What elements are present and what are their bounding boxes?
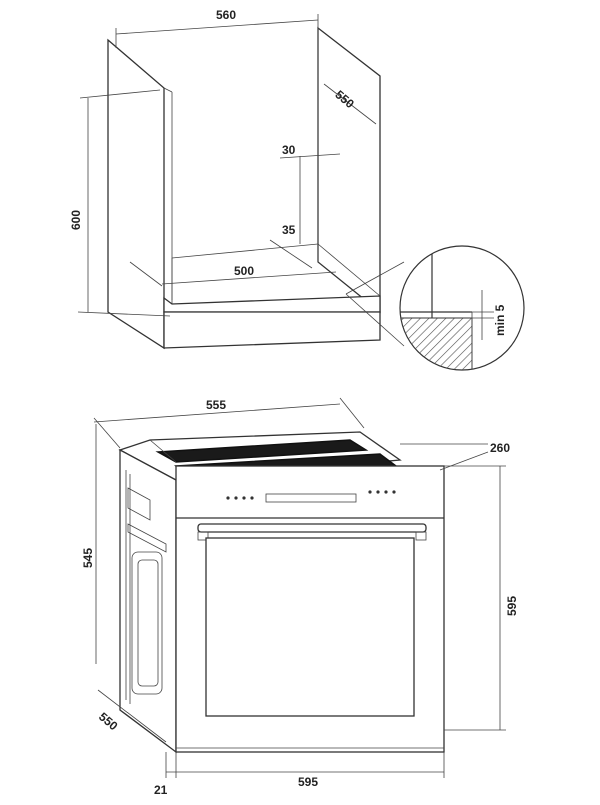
dim-545-label: 545 xyxy=(81,548,95,568)
oven-drawing: 555 260 545 595 550 21 595 xyxy=(81,397,519,797)
oven-button-dot xyxy=(392,490,396,494)
dim-600-ext-bottom xyxy=(77,311,171,317)
dim-30-line xyxy=(279,153,341,159)
dim-595h-label: 595 xyxy=(298,775,318,789)
dim-550-oven-line xyxy=(97,689,167,743)
dim-21-label: 21 xyxy=(154,783,168,797)
dim-555-ext-right xyxy=(339,397,365,429)
detail-hatched-block xyxy=(400,317,473,370)
dim-550-oven-label: 550 xyxy=(96,710,121,734)
dim-260-label: 260 xyxy=(490,441,510,455)
dim-260-line xyxy=(439,451,489,471)
oven-display xyxy=(265,493,357,503)
dim-500-ext-left xyxy=(129,261,163,287)
dim-600-label: 600 xyxy=(69,210,83,230)
dim-min5-label: min 5 xyxy=(493,304,507,336)
cabinet-right-floor-line xyxy=(317,243,381,297)
detail-pointer-bottom xyxy=(345,293,405,347)
oven-handle-bracket-right xyxy=(415,531,427,541)
dim-560-label: 560 xyxy=(216,8,236,22)
oven-side-bracket-mid xyxy=(127,523,167,553)
cabinet-bottom-shelf xyxy=(163,295,381,313)
oven-button-dot xyxy=(226,496,230,500)
oven-top-edge-line xyxy=(149,439,177,463)
oven-door-window xyxy=(205,537,415,717)
detail-magnifier: min 5 xyxy=(399,245,525,371)
oven-button-dot xyxy=(384,490,388,494)
dim-555-line xyxy=(93,403,341,423)
dim-500-line xyxy=(161,271,337,285)
cabinet-right-panel xyxy=(317,26,381,314)
oven-vent-strip-top xyxy=(155,439,369,463)
cabinet-left-panel xyxy=(107,38,165,350)
oven-button-dot xyxy=(250,496,254,500)
dim-555-ext-left xyxy=(93,417,121,449)
oven-button-dot xyxy=(234,496,238,500)
cabinet-back-floor-line xyxy=(171,243,319,259)
dim-600-ext-top xyxy=(79,89,161,99)
detail-pointer-top xyxy=(345,261,405,295)
dim-30-label: 30 xyxy=(282,143,296,157)
oven-side-bracket-top xyxy=(127,487,151,521)
oven-right-buttons xyxy=(368,490,396,494)
dim-500-label: 500 xyxy=(234,264,254,278)
cabinet-drawing: 560 550 600 30 35 500 xyxy=(69,8,525,371)
oven-button-dot xyxy=(376,490,380,494)
oven-button-dot xyxy=(368,490,372,494)
oven-left-buttons xyxy=(226,496,254,500)
oven-side-recess xyxy=(131,551,163,695)
oven-door-handle xyxy=(197,523,427,533)
dim-550-line xyxy=(323,83,377,125)
oven-button-dot xyxy=(242,496,246,500)
dim-560-line xyxy=(115,19,319,35)
dim-555-label: 555 xyxy=(206,398,226,412)
oven-handle-bracket-left xyxy=(197,531,209,541)
cabinet-plinth xyxy=(163,311,381,349)
dim-35-label: 35 xyxy=(282,223,296,237)
cabinet-left-edge xyxy=(163,87,173,93)
dim-595v-label: 595 xyxy=(505,596,519,616)
dim-35-line xyxy=(269,239,313,269)
oven-side-recess-inner xyxy=(137,559,159,687)
